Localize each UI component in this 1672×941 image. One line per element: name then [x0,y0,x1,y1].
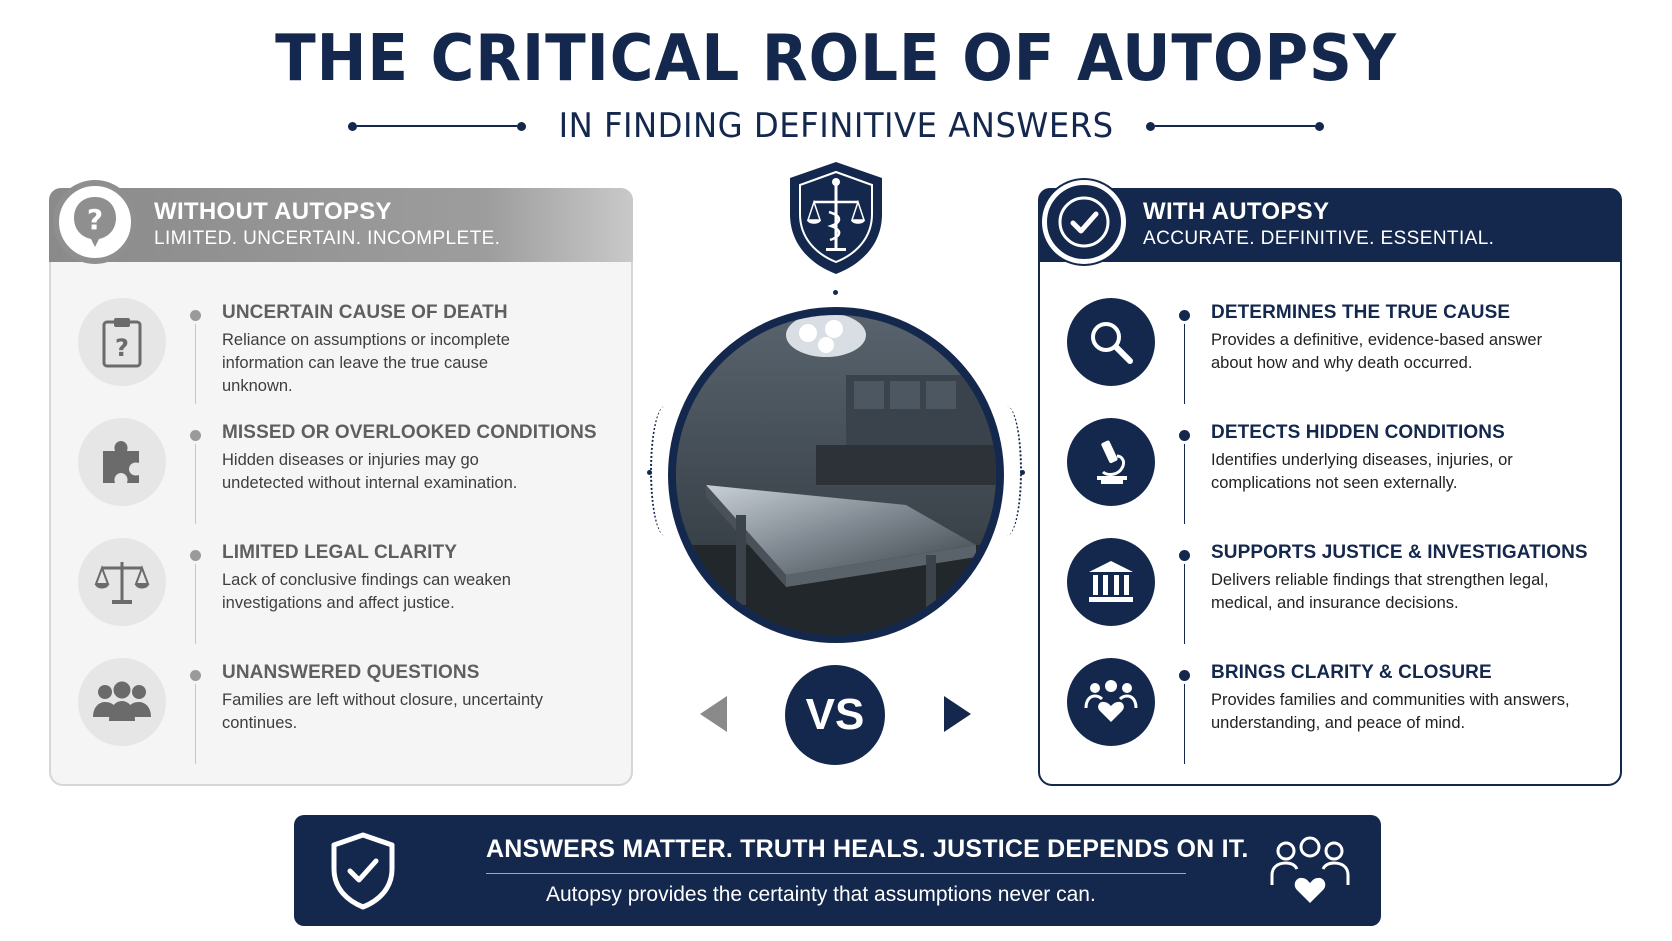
item-description: Hidden diseases or injuries may go undet… [222,451,518,492]
with-autopsy-title: WITH AUTOPSY [1143,198,1330,225]
medical-justice-shield-icon [784,158,888,278]
connector-dot [833,290,838,295]
item-title: UNCERTAIN CAUSE OF DEATH [222,302,508,323]
arrow-left-icon [700,696,727,732]
item-title: UNANSWERED QUESTIONS [222,662,480,683]
without-autopsy-banner: ? WITHOUT AUTOPSY LIMITED. UNCERTAIN. IN… [49,180,633,264]
item-description: Lack of conclusive findings can weaken i… [222,571,511,612]
connector-dot [1020,470,1025,475]
timeline-line [195,444,196,524]
connector-dot [647,470,652,475]
list-item: LIMITED LEGAL CLARITY Lack of conclusive… [51,538,631,648]
magnifier-icon [1067,298,1155,386]
item-title: DETERMINES THE TRUE CAUSE [1211,302,1511,323]
footer-banner: ANSWERS MATTER. TRUTH HEALS. JUSTICE DEP… [294,815,1381,926]
timeline-line [1184,564,1185,644]
scales-icon [78,538,166,626]
family-heart-icon [1269,835,1351,912]
timeline-line [195,684,196,764]
footer-headline: ANSWERS MATTER. TRUTH HEALS. JUSTICE DEP… [486,835,1249,863]
without-autopsy-title: WITHOUT AUTOPSY [154,198,392,225]
timeline-line [195,564,196,644]
page-subtitle: IN FINDING DEFINITIVE ANSWERS [558,106,1114,146]
list-item: UNANSWERED QUESTIONS Families are left w… [51,658,631,768]
item-description: Provides a definitive, evidence-based an… [1211,331,1543,372]
arrow-right-icon [944,696,971,732]
with-autopsy-banner: WITH AUTOPSY ACCURATE. DEFINITIVE. ESSEN… [1038,180,1622,264]
timeline-dot [190,670,201,681]
list-item: ? UNCERTAIN CAUSE OF DEATH Reliance on a… [51,298,631,408]
item-description: Families are left without closure, uncer… [222,691,543,732]
without-autopsy-panel: ? WITHOUT AUTOPSY LIMITED. UNCERTAIN. IN… [49,180,633,786]
item-title: SUPPORTS JUSTICE & INVESTIGATIONS [1211,542,1588,563]
list-item: BRINGS CLARITY & CLOSURE Provides famili… [1040,658,1620,768]
without-autopsy-tagline: LIMITED. UNCERTAIN. INCOMPLETE. [154,228,501,249]
microscope-icon [1067,418,1155,506]
puzzle-piece-icon [78,418,166,506]
timeline-dot [190,550,201,561]
with-autopsy-tagline: ACCURATE. DEFINITIVE. ESSENTIAL. [1143,228,1495,249]
item-description: Provides families and communities with a… [1211,691,1570,732]
shield-check-icon [328,831,398,916]
subtitle-left-rule [347,121,526,131]
timeline-dot [1179,550,1190,561]
autopsy-table-image [676,315,996,635]
timeline-dot [190,310,201,321]
checkmark-icon [1042,180,1126,264]
autopsy-room-photo [668,307,1004,643]
timeline-line [1184,324,1185,404]
with-autopsy-panel: WITH AUTOPSY ACCURATE. DEFINITIVE. ESSEN… [1038,180,1622,786]
timeline-dot [1179,310,1190,321]
footer-divider [486,873,1186,874]
item-title: DETECTS HIDDEN CONDITIONS [1211,422,1505,443]
svg-text:?: ? [87,203,103,236]
subtitle-right-rule [1146,121,1325,131]
page-title: THE CRITICAL ROLE OF AUTOPSY [275,22,1397,96]
vs-badge: VS [785,665,885,765]
timeline-line [195,324,196,404]
people-group-icon [78,658,166,746]
item-description: Reliance on assumptions or incomplete in… [222,331,510,395]
svg-text:?: ? [115,334,129,362]
timeline-dot [1179,670,1190,681]
timeline-line [1184,684,1185,764]
footer-subline: Autopsy provides the certainty that assu… [546,883,1096,906]
timeline-line [1184,444,1185,524]
timeline-dot [190,430,201,441]
family-heart-icon [1067,658,1155,746]
item-description: Delivers reliable findings that strength… [1211,571,1549,612]
subtitle-row: IN FINDING DEFINITIVE ANSWERS [0,106,1672,146]
question-mark-icon: ? [53,180,137,264]
list-item: MISSED OR OVERLOOKED CONDITIONS Hidden d… [51,418,631,528]
list-item: SUPPORTS JUSTICE & INVESTIGATIONS Delive… [1040,538,1620,648]
list-item: DETERMINES THE TRUE CAUSE Provides a def… [1040,298,1620,408]
item-title: LIMITED LEGAL CLARITY [222,542,458,563]
timeline-dot [1179,430,1190,441]
item-title: BRINGS CLARITY & CLOSURE [1211,662,1492,683]
courthouse-icon [1067,538,1155,626]
item-title: MISSED OR OVERLOOKED CONDITIONS [222,422,597,443]
clipboard-question-icon: ? [78,298,166,386]
list-item: DETECTS HIDDEN CONDITIONS Identifies und… [1040,418,1620,528]
item-description: Identifies underlying diseases, injuries… [1211,451,1513,492]
